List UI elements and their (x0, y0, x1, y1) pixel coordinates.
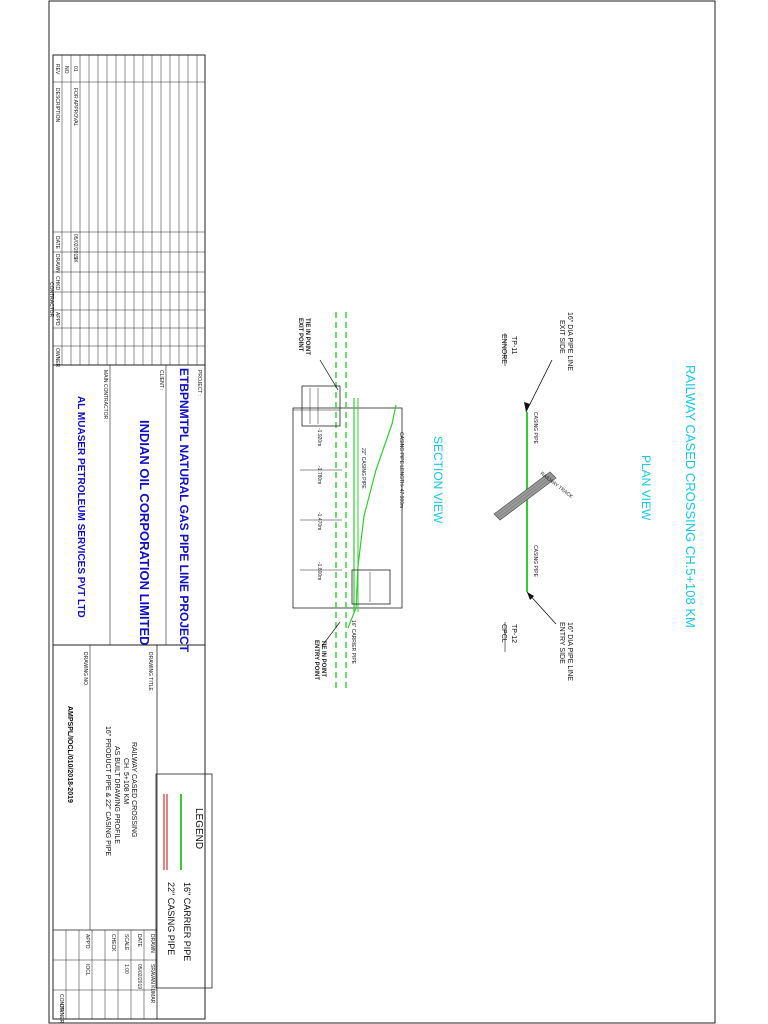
exit-pipe-label: 16" DIA PIPE LINE (566, 312, 573, 371)
contractor-name: AL MUASER PETROLEUM SERVICES PVT LTD (75, 396, 86, 618)
title-block-frame (52, 54, 206, 1020)
rev-row-1-no: 01 (72, 66, 78, 72)
rev-row-1-date: 05/02/2019 (72, 234, 78, 259)
railway-track-rail (497, 475, 555, 519)
drawn-label: DRAWN (149, 934, 155, 953)
contractor-label: MAIN CONTRACTOR : (102, 370, 108, 422)
tp-entry: TP-12 (510, 624, 517, 643)
rev-header-appd: APPD (54, 312, 60, 326)
rev-header-chkd: CHKD (54, 276, 60, 291)
dim-3: -1.470m (316, 512, 322, 530)
dim-1: -1.920m (316, 428, 322, 446)
project-label: PROJECT : (196, 370, 202, 396)
rev-header-owner: OWNER (54, 348, 60, 368)
exit-side-label: EXIT SIDE (558, 320, 565, 354)
exit-point-label-1: TIE IN POINT (304, 318, 310, 355)
rev-header-desc: DESCRIPTION (54, 88, 60, 123)
entry-point-label-2: ENTRY POINT (313, 640, 319, 680)
owner-label: OWNER (58, 1004, 64, 1024)
drawing-title-line-2: CH. 5+108 KM (122, 758, 129, 804)
casing-length-label: CASING PIPE LENGTH- 47.900m (398, 432, 404, 508)
rev-header-rev: REV (54, 64, 60, 75)
rev-row-1-drawn: SK (72, 256, 78, 263)
legend-item-carrier: 16" CARRIER PIPE (182, 882, 192, 961)
plan-view-heading: PLAN VIEW (639, 455, 653, 521)
carrier-dia-label: 16" CARRIER PIPE (350, 620, 356, 665)
exit-arrow-head (524, 402, 530, 412)
drawn-value: SRAVAN KUMAR (149, 964, 155, 1004)
casing-pipe-label-right: CASING PIPE (532, 545, 538, 578)
dim-4: -1.800m (316, 562, 322, 580)
rev-header-drawn: DRAWN (54, 254, 60, 273)
client-label: CLIENT : (158, 370, 164, 390)
casing-dia-label: 22" CASING PIPE (360, 448, 366, 489)
carrier-pipe-profile (347, 404, 397, 629)
title-block: REV NO DESCRIPTION DATE DRAWN CHKD CONTR… (48, 54, 206, 1024)
rev-header-date: DATE (54, 236, 60, 250)
rev-header-no: NO (63, 66, 69, 74)
tp-exit: TP-11 (510, 336, 517, 355)
legend-item-casing: 22" CASING PIPE (166, 882, 176, 955)
exit-point-label-2: EXIT POINT (297, 318, 303, 352)
legend-box (155, 773, 213, 989)
drawing-title-line-4: 16" PRODUCT PIPE & 22" CASING PIPE (104, 726, 111, 856)
client-name: INDIAN OIL CORPORATION LIMITED (137, 420, 152, 646)
exit-point-arrow (319, 359, 339, 391)
legend-heading: LEGEND (193, 808, 204, 849)
tp-entry-place: CPCL (500, 624, 507, 643)
entry-pipe-label: 16" DIA PIPE LINE (566, 622, 573, 681)
project-name: ETBPNMTPL NATURAL GAS PIPE LINE PROJECT (177, 368, 191, 653)
entry-arrow-head (527, 592, 534, 600)
date-label: DATE (136, 934, 142, 948)
entry-side-label: ENTRY SIDE (558, 622, 565, 664)
drawing-number-label: DRAWING NO. (82, 652, 88, 686)
check-label: CHECK (110, 934, 116, 952)
section-frame (292, 407, 403, 609)
casing-pipe-label-left: CASING PIPE (532, 412, 538, 445)
approved-value: IOCL (84, 964, 90, 976)
railway-track-rail (495, 473, 553, 517)
section-view-heading: SECTION VIEW (431, 436, 445, 524)
scale-label: SCALE (123, 934, 129, 951)
dim-2: -1.780m (316, 466, 322, 484)
sheet-border (48, 0, 716, 1024)
rev-row-1-desc: FOR APPROVAL (72, 88, 78, 126)
exit-arrow-line (525, 359, 553, 413)
rev-header-contractor: CONTRACTOR (48, 282, 54, 318)
tp-exit-place: ENNORE (500, 334, 507, 364)
entry-point-label-1: TIE IN POINT (320, 640, 326, 677)
drawing-title-label: DRAWING TITLE : (147, 652, 153, 694)
scale-value: 1:00 (123, 964, 129, 974)
plan-view: RAILWAY TRACK CASING PIPE CASING PIPE 16… (493, 312, 574, 681)
drawing-title-line-3: AS BUILT DRAWING PROFILE (113, 746, 120, 844)
approved-label: APP'D (84, 934, 90, 949)
entry-point-arrow (321, 621, 341, 647)
drawing-number: AMPSPL/IOCL/010/2018-2019 (66, 706, 73, 803)
date-value: 05/02/2019 (136, 964, 142, 989)
legend: LEGEND 16" CARRIER PIPE 22" CASING PIPE (155, 773, 213, 989)
section-view: CASING PIPE LENGTH- 47.900m 22" CASING P… (292, 312, 404, 688)
entry-pit (351, 569, 391, 605)
exit-pit (301, 385, 341, 427)
drawing-title-line-1: RAILWAY CASED CROSSING (130, 742, 137, 837)
contr-label: CONTR. (58, 994, 64, 1013)
drawing-title: RAILWAY CASED CROSSING CH.5+108 KM (683, 365, 698, 628)
